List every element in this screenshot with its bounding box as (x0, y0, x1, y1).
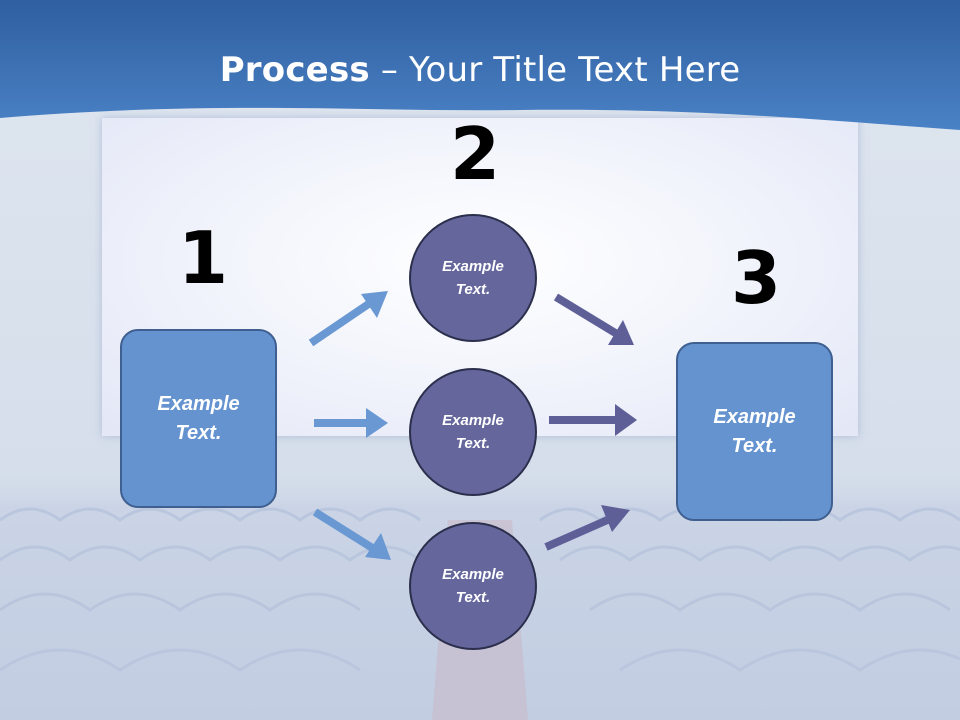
step-2-top-label: Example Text. (442, 258, 504, 298)
arrow-1-to-2-middle (314, 408, 388, 438)
step-1-number: 1 (178, 216, 229, 300)
title-bold: Process (219, 50, 370, 90)
step-2-middle-label: Example Text. (442, 412, 504, 452)
arrow-2-to-3-middle (549, 404, 637, 436)
step-3-number: 3 (731, 236, 782, 320)
step-2-circle-top: Example Text. (409, 214, 537, 342)
slide-title: Process – Your Title Text Here (0, 50, 960, 90)
arrow-2-to-3-bottom (544, 505, 630, 551)
arrow-1-to-2-top (308, 291, 388, 347)
step-2-circle-bottom: Example Text. (409, 522, 537, 650)
step-2-circle-middle: Example Text. (409, 368, 537, 496)
title-banner (0, 0, 960, 130)
step-1-label: Example Text. (157, 392, 240, 444)
step-2-bottom-label: Example Text. (442, 566, 504, 606)
arrow-1-to-2-bottom (312, 508, 391, 560)
step-2-number: 2 (450, 112, 501, 196)
arrow-2-to-3-top (553, 293, 634, 345)
step-3-label: Example Text. (713, 405, 796, 457)
step-1-box: Example Text. (120, 329, 277, 508)
step-3-box: Example Text. (676, 342, 833, 521)
title-rest: – Your Title Text Here (369, 50, 741, 90)
